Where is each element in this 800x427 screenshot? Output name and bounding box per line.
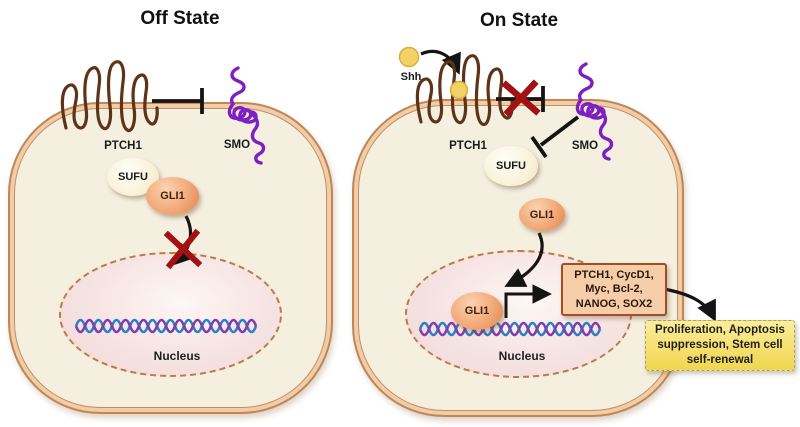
shh-bound-dot bbox=[449, 80, 469, 100]
on-state-title: On State bbox=[479, 10, 559, 31]
smo-sufu-inhibition-tbar bbox=[530, 115, 580, 159]
nucleus-label-on: Nucleus bbox=[498, 349, 546, 363]
target-genes-box: PTCH1, CycD1, Myc, Bcl-2, NANOG, SOX2 bbox=[561, 263, 667, 316]
genes-to-outcomes-arrow bbox=[663, 287, 716, 322]
dna-helix-on bbox=[418, 321, 602, 337]
shh-label: Shh bbox=[400, 71, 422, 83]
sufu-label-off: SUFU bbox=[118, 171, 148, 183]
ptch1-receptor-off bbox=[60, 60, 159, 133]
nucleus-label-off: Nucleus bbox=[153, 349, 201, 363]
gli1-protein-nucleus-on: GLI1 bbox=[451, 292, 503, 330]
shh-ligand-icon bbox=[398, 46, 420, 68]
nucleus-off bbox=[59, 252, 282, 377]
sufu-label-on: SUFU bbox=[496, 160, 526, 172]
transcription-arrow bbox=[504, 284, 552, 318]
blocked-x-icon-on bbox=[501, 79, 541, 117]
sufu-protein-on: SUFU bbox=[484, 146, 538, 186]
ptch1-label-on: PTCH1 bbox=[449, 140, 487, 152]
gli1-label-off: GLI1 bbox=[160, 190, 185, 202]
gli1-protein-cytoplasm-on: GLI1 bbox=[519, 198, 565, 231]
outcomes-line3: self-renewal bbox=[686, 353, 754, 366]
shh-binding-arrow bbox=[420, 49, 461, 75]
smo-label-off: SMO bbox=[223, 139, 251, 151]
dna-helix-off bbox=[74, 318, 258, 334]
ptch1-smo-inhibition-tbar-off bbox=[152, 88, 204, 114]
outcomes-line1: Proliferation, Apoptosis bbox=[655, 324, 785, 337]
ptch1-label-off: PTCH1 bbox=[104, 140, 142, 152]
outcomes-box: Proliferation, Apoptosis suppression, St… bbox=[645, 320, 795, 371]
blocked-x-icon-off bbox=[163, 228, 203, 270]
target-genes-line1: PTCH1, CycD1, bbox=[574, 269, 654, 282]
outcomes-line2: suppression, Stem cell bbox=[657, 339, 783, 352]
sufu-protein-off: SUFU bbox=[107, 158, 159, 196]
smo-label-on: SMO bbox=[571, 140, 599, 152]
gli1-protein-off: GLI1 bbox=[146, 177, 199, 215]
off-state-title: Off State bbox=[140, 8, 220, 29]
target-genes-line3: NANOG, SOX2 bbox=[575, 297, 653, 310]
gli1-to-nucleus-arrow-on bbox=[504, 232, 544, 287]
gli1-cytoplasm-label: GLI1 bbox=[529, 208, 555, 221]
gli1-nucleus-label: GLI1 bbox=[464, 305, 490, 317]
target-genes-line2: Myc, Bcl-2, bbox=[585, 283, 643, 296]
